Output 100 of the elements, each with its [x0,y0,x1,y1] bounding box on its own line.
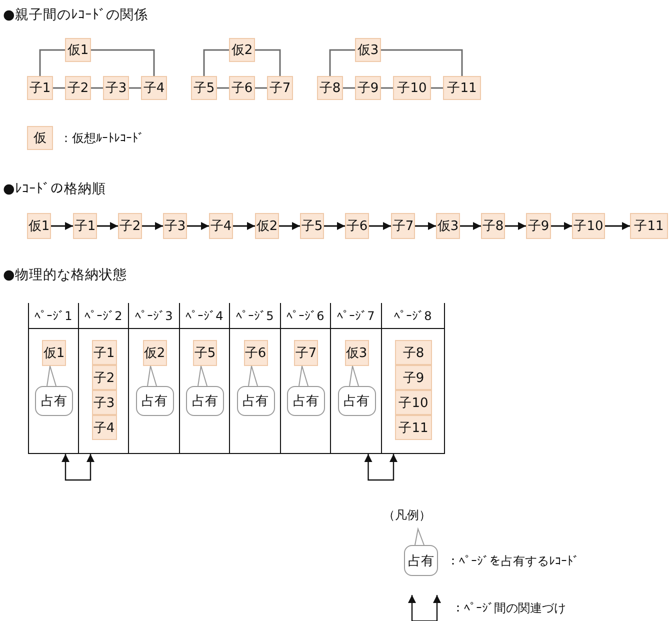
page-header: ﾍﾟｰｼﾞ7 [331,303,381,329]
callout-bubble: 占有 [338,386,376,416]
arrow [415,222,436,230]
record-box: 子8 [395,340,432,365]
record-box: 子1 [92,340,116,365]
record-box: 子9 [395,365,432,390]
record-box: 子2 [92,365,116,390]
legend-text: ：ﾍﾟｰｼﾞ間の関連づけ [452,600,566,617]
record-box: 子4 [209,213,233,239]
record-box: 子7 [391,213,415,239]
section-heading: ●物理的な格納状態 [3,266,127,284]
record-box: 子5 [191,76,217,100]
connector-line [381,49,463,76]
record-box: 子9 [355,76,381,100]
callout-bubble: 占有 [404,545,438,576]
arrow [279,222,300,230]
callout-tail [46,366,56,386]
record-box: 子7 [267,76,293,100]
record-box: 子11 [443,76,481,100]
callout-bubble: 占有 [186,386,224,416]
record-box: 仮2 [142,340,166,366]
record-box: 子1 [73,213,97,239]
record-box: 子11 [630,213,668,239]
page-column [28,303,79,454]
connector-line [255,49,281,76]
record-box: 子10 [572,213,605,239]
arrow [233,222,255,230]
arrow [460,222,481,230]
connector-line [39,49,65,76]
callout-bubble: 占有 [236,386,274,416]
callout-tail [349,366,359,386]
record-box: 子6 [229,76,255,100]
callout-bubble: 占有 [136,386,174,416]
callout-tail [198,366,208,386]
record-box: 子10 [393,76,431,100]
arrow [551,222,572,230]
connector-line [91,49,155,76]
connector-line [217,87,229,89]
record-box: 仮3 [344,340,368,366]
record-box: 子3 [92,390,116,415]
record-box: 仮1 [27,213,51,239]
arrow [324,222,345,230]
arrow [505,222,526,230]
page-header: ﾍﾟｰｼﾞ3 [129,303,179,329]
callout-bubble: 占有 [287,386,325,416]
record-box: 子9 [526,213,551,239]
callout-tail [298,366,308,386]
record-box: 仮2 [229,38,255,62]
record-box: 仮3 [436,213,460,239]
record-box: 仮1 [42,340,66,366]
page-header: ﾍﾟｰｼﾞ6 [281,303,330,329]
connector-line [329,49,355,76]
section-heading: ●親子間のﾚｺｰﾄﾞの関係 [3,6,148,24]
record-box: 子8 [317,76,343,100]
callout-tail [248,366,258,386]
record-box: 子3 [103,76,129,100]
callout-tail [147,366,157,386]
connector-line [203,49,229,76]
arrow [605,222,630,230]
section-heading: ●ﾚｺｰﾄﾞの格納順 [3,180,106,198]
link-arrow [364,454,398,481]
record-box: 子4 [92,415,116,440]
connector-line [53,87,65,89]
callout-bubble: 占有 [35,386,73,416]
record-box: 仮2 [255,213,279,239]
record-box: 子3 [163,213,187,239]
connector-line [129,87,141,89]
connector-line [91,87,103,89]
connector-line [255,87,267,89]
page-header: ﾍﾟｰｼﾞ5 [230,303,280,329]
page-header: ﾍﾟｰｼﾞ4 [180,303,229,329]
legend-heading: （凡例） [383,507,431,524]
record-box: 子4 [141,76,167,100]
page-header: ﾍﾟｰｼﾞ8 [382,303,444,329]
record-box: 子10 [395,390,432,415]
record-box: 仮3 [355,38,381,62]
link-arrow [62,454,94,481]
arrow [187,222,209,230]
record-box: 子2 [65,76,91,100]
record-box: 子11 [395,415,432,440]
record-box: 仮1 [65,38,91,62]
legend-text: ：仮想ﾙｰﾄﾚｺｰﾄﾞ [60,130,144,147]
record-box: 子1 [27,76,53,100]
page-column [381,303,445,454]
record-box: 子2 [118,213,142,239]
legend-text: ：ﾍﾟｰｼﾞを占有するﾚｺｰﾄﾞ [447,553,579,570]
arrow [51,222,73,230]
arrow [142,222,163,230]
connector-line [431,87,443,89]
arrow [97,222,118,230]
record-box: 子5 [300,213,324,239]
record-box: 仮 [27,126,53,150]
record-box: 子6 [244,340,268,366]
arrow [369,222,391,230]
record-box: 子8 [481,213,505,239]
connector-line [343,87,355,89]
page-header: ﾍﾟｰｼﾞ2 [79,303,128,329]
record-box: 子6 [345,213,369,239]
record-box: 子7 [294,340,318,366]
record-box: 子5 [193,340,217,366]
